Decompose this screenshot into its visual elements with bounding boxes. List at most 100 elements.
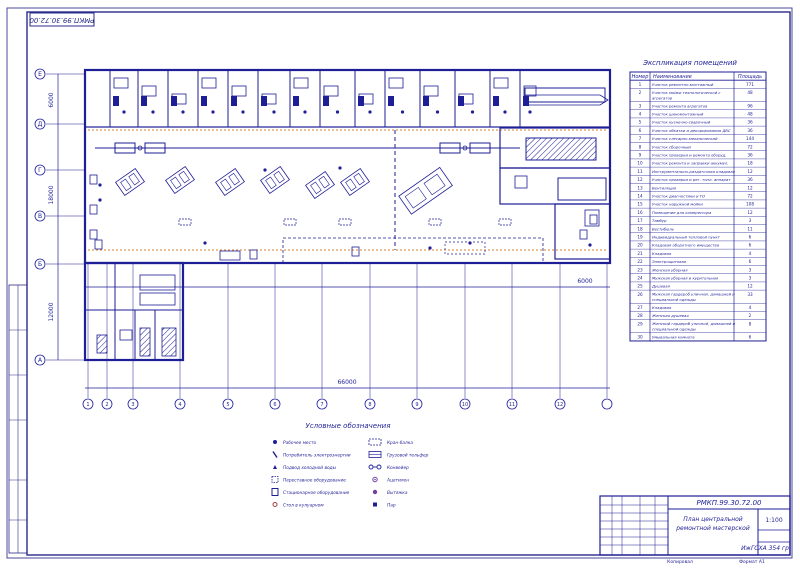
explication-row-name: Душевая [651,284,671,289]
explication-row-number: 14 [637,194,643,199]
explication-row-name-cont: специальной одежды [652,327,696,332]
inner-frame [26,11,791,556]
explication-row-name-cont: агрегатов [652,95,673,100]
dim-bay: 6000 [577,278,592,285]
explication-row-number: 3 [639,103,642,108]
legend-item-label: Переставное оборудование [283,478,346,484]
explication-row-name: Инструментально-раздаточная кладовая [652,169,736,174]
title-block-title-2: ремонтной мастерской [675,525,750,532]
title-block-copied: Копировал [667,559,693,565]
column-axis-label: 11 [509,402,515,408]
column-axis-marker [364,398,376,410]
explication-row-number: 13 [637,185,643,190]
explication-row-area: 6 [749,243,752,248]
explication-header: Номер [632,74,649,80]
explication-row-name: Вестибюль [652,226,674,231]
top-rooms [109,70,609,127]
explication-row-area: 12 [747,169,753,174]
explication-row-area: 2 [749,313,752,318]
explication-row-number: 11 [637,169,643,174]
title-block-sheet: 1:100 [765,517,782,524]
explication-row-name: Участок слесарно-механический [652,136,718,141]
explication-row-area: 6 [749,335,752,340]
explication-row-name: Участок кузнечно-сварочный [652,120,711,125]
legend-item-label: Подвод холодной воды [283,465,337,471]
legend-title: Условные обозначения [306,422,391,430]
column-axis-label: 10 [462,402,468,408]
explication-row-number: 21 [637,251,643,256]
explication-row-name-cont: специальной одежды [652,297,696,302]
column-axis-label: 5 [226,402,229,408]
row-axis-marker [34,164,46,176]
column-axis-marker [101,398,113,410]
explication-row-number: 15 [637,202,643,207]
legend-item-label: Ацетилен [386,478,409,484]
column-axis-marker [127,398,139,410]
row-axis-label: Г [38,167,42,174]
explication-row-area: 3 [749,267,752,272]
row-axis-marker [34,258,46,270]
dim-left-mid: 18000 [48,185,55,204]
legend: Условные обозначения Рабочее местоПотреб… [271,422,429,509]
row-axis-label: Д [38,121,43,128]
explication-row-name: Участок сборочный [652,144,691,149]
explication-row-name: Участок ремонта и заправки аккумул. [652,161,729,166]
dim-left-top: 6000 [48,92,55,107]
explication-row-name: Участок проверки и ремонта оборуд. [652,153,727,158]
explication-row-name: Участок ремонтно-монтажный [652,82,714,87]
explication-row-name: Участок мойки технологической с [652,90,721,95]
explication-row-name: Женская душевая [651,313,689,318]
explication-row-number: 5 [639,120,642,125]
explication-row-area: 48 [747,112,753,117]
explication-row-area: 18 [747,161,753,166]
explication-row-area: 3 [749,218,752,223]
explication-row-name: Умывальная комната [652,335,695,340]
top-stamp-text: РМКП.99.30.72.00 [29,16,95,24]
explication-row-number: 18 [637,226,643,231]
explication-row-area: 4 [749,251,752,256]
row-axis-marker [34,68,46,80]
explication-row-name: Кладовая [652,251,672,256]
explication-row-name: Индивидуальный тепловой пункт [652,235,721,240]
column-axis-marker [82,398,94,410]
top-stamp: РМКП.99.30.72.00 [29,12,95,27]
explication-row-name: Участок ремонта агрегатов [652,103,708,108]
explication-row-name: Участок шиномонтажный [652,112,704,117]
column-axis-label: 9 [415,402,418,408]
row-axis-label: Е [38,71,42,78]
explication-row-area: 6 [749,235,752,240]
explication-row-area: 12 [747,284,753,289]
explication-row-name: Помещение для компрессора [652,210,712,215]
explication-row-area: 36 [747,128,753,133]
explication-row-name: Электрощитовая [651,259,687,264]
explication-row-area: 8 [749,321,752,326]
row-axis-marker [34,354,46,366]
title-block-code: РМКП.99.30.72.00 [696,499,762,507]
explication-row-area: 36 [747,120,753,125]
column-axis-label: 12 [557,402,563,408]
title-block: РМКП.99.30.72.00 План центральной ремонт… [599,495,791,565]
explication-row-area: 12 [747,185,753,190]
explication-row-area: 3 [749,276,752,281]
explication-row-name: Кладовая оборотного имущества [652,243,720,248]
row-axis-marker [34,118,46,130]
column-axis-marker [174,398,186,410]
explication-row-name: Мужская уборная и курительная [652,276,719,281]
explication-row-number: 12 [637,177,643,182]
explication-row-name: Участок диагностики и ТО [652,194,705,199]
explication-title: Экспликация помещений [642,59,737,67]
explication-row-number: 6 [639,128,642,133]
column-axis-label: 2 [105,402,108,408]
column-axis-marker [506,398,518,410]
explication-row-number: 22 [637,259,643,264]
explication-row-number: 1 [639,82,642,87]
explication-row-number: 7 [639,136,642,141]
dim-total: 66000 [337,379,356,386]
column-axis-marker [316,398,328,410]
explication-row-area: 36 [747,153,753,158]
explication-row-area: 12 [747,210,753,215]
legend-item-label: Потребитель электроэнергии [283,453,351,459]
